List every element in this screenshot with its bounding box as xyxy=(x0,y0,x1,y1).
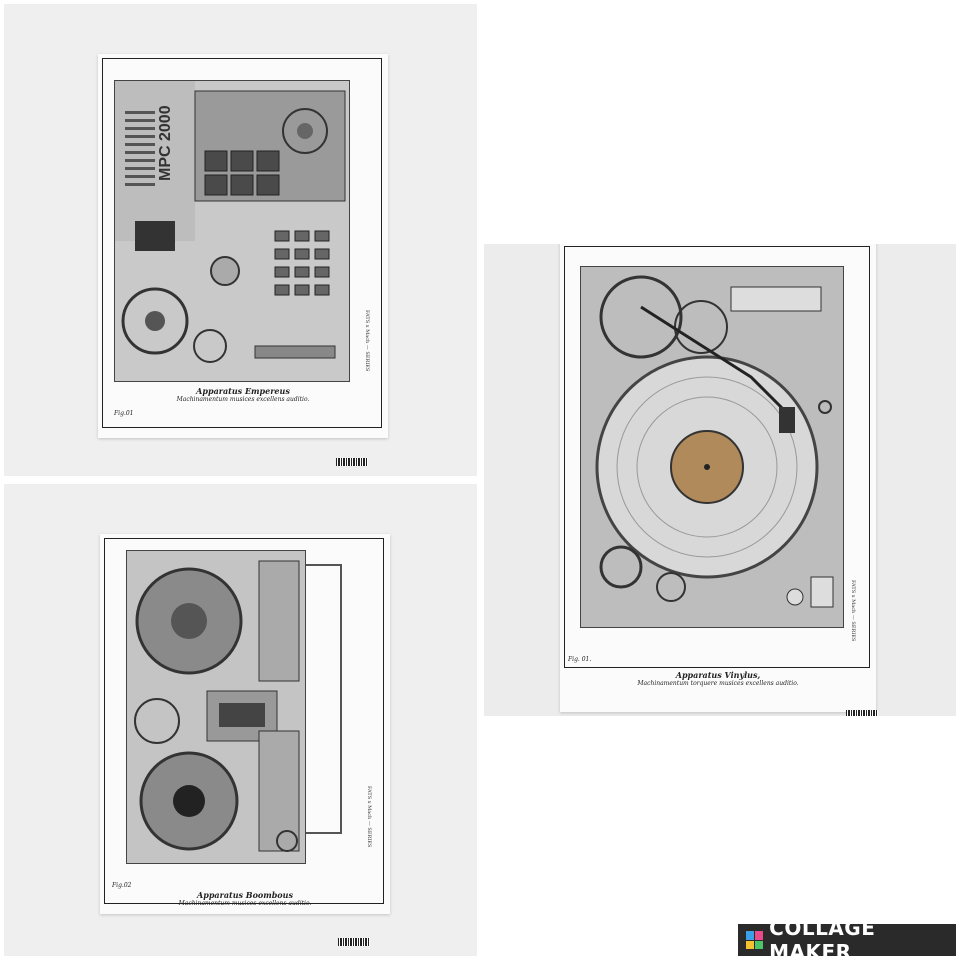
side-caption: FATS x Mach — SERIES xyxy=(850,580,856,642)
art-print: MPC 2000 xyxy=(98,54,388,438)
print-frame xyxy=(564,246,870,668)
print-subtitle: Machinamentum musices excellens auditio. xyxy=(176,396,310,403)
figure-label: Fig.02 xyxy=(112,882,132,889)
figure-label: Fig.01 xyxy=(114,410,134,417)
mpc-illustration: MPC 2000 xyxy=(114,80,350,382)
figure-label: Fig. 01. xyxy=(568,656,592,663)
barcode xyxy=(336,458,368,466)
print-subtitle: Machinamentum torquere musices excellens… xyxy=(637,680,799,687)
print-subtitle: Machinamentum musices excellens auditio. xyxy=(178,900,312,907)
print-title: Apparatus Boombous xyxy=(197,890,293,900)
turntable-drawing xyxy=(581,267,843,627)
watermark-label: COLLAGE MAKER xyxy=(769,916,876,964)
side-caption: FATS x Mach — SERIES xyxy=(366,786,372,848)
collage-panel-turntable: Fig. 01. FATS x Mach — SERIES Apparatus … xyxy=(484,244,956,716)
boombox-drawing xyxy=(127,551,305,863)
print-title: Apparatus Vinylus, xyxy=(675,670,761,680)
mpc-drawing: MPC 2000 xyxy=(115,81,349,381)
print-caption: Apparatus Vinylus, Machinamentum torquer… xyxy=(560,670,876,687)
art-print: Fig.02 FATS x Mach — SERIES Apparatus Bo… xyxy=(100,534,390,914)
mpc-logo-text: MPC 2000 xyxy=(157,105,174,181)
print-frame xyxy=(102,58,382,428)
side-caption: FATS x Mach — SERIES xyxy=(364,310,370,372)
barcode xyxy=(338,938,370,946)
print-frame xyxy=(104,538,384,904)
print-caption: Apparatus Empereus Machinamentum musices… xyxy=(98,386,388,403)
collage-panel-mpc: MPC 2000 xyxy=(4,4,477,476)
art-print: Fig. 01. FATS x Mach — SERIES Apparatus … xyxy=(560,244,876,712)
collage-panel-boombox: Fig.02 FATS x Mach — SERIES Apparatus Bo… xyxy=(4,484,477,956)
boombox-handle xyxy=(306,564,342,834)
turntable-illustration xyxy=(580,266,844,628)
boombox-illustration xyxy=(126,550,306,864)
print-caption: Apparatus Boombous Machinamentum musices… xyxy=(100,890,390,907)
print-title: Apparatus Empereus xyxy=(196,386,290,396)
barcode xyxy=(846,710,878,716)
collage-maker-watermark: COLLAGE MAKER xyxy=(738,916,956,964)
collage-grid-icon xyxy=(746,931,764,949)
